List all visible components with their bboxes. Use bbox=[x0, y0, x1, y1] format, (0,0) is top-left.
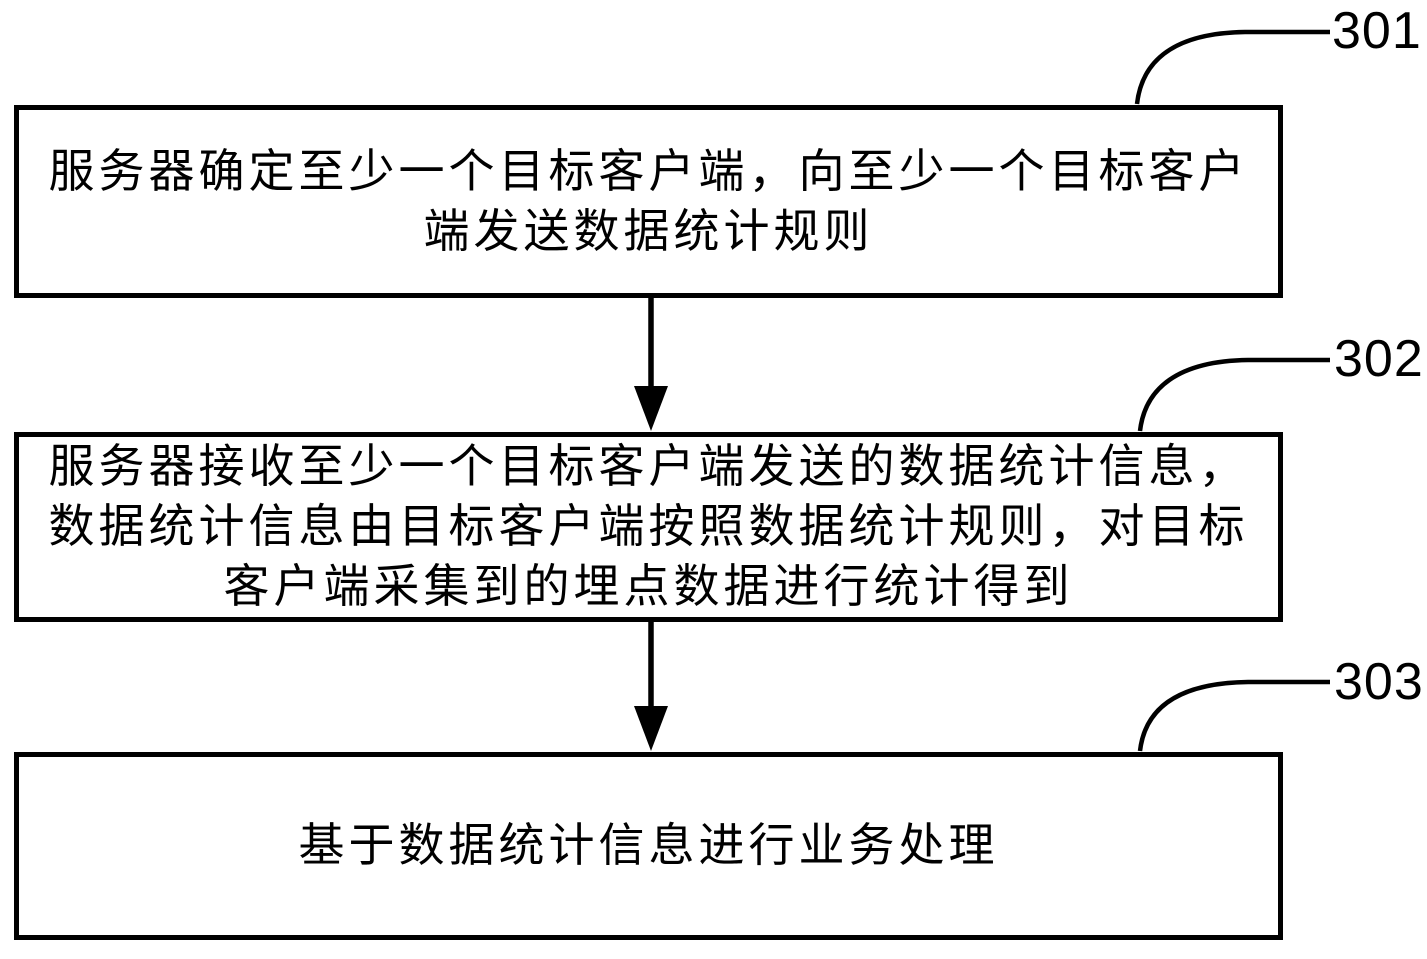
flow-arrow-2 bbox=[634, 620, 668, 751]
step-302-text-line-1: 服务器接收至少一个目标客户端发送的数据统计信息， bbox=[48, 441, 1249, 492]
leader-curve-301 bbox=[1134, 29, 1330, 105]
ref-label-303: 303 bbox=[1334, 653, 1424, 711]
ref-label-301: 301 bbox=[1332, 2, 1422, 60]
step-301-text-line-2: 端发送数据统计规则 bbox=[423, 205, 874, 257]
step-303-text-line-1: 基于数据统计信息进行业务处理 bbox=[298, 820, 999, 871]
leader-curve-302 bbox=[1137, 357, 1330, 432]
step-box-301: 服务器确定至少一个目标客户端，向至少一个目标客户 端发送数据统计规则 bbox=[14, 105, 1283, 298]
flow-arrow-1 bbox=[634, 296, 668, 431]
step-302-text-line-3: 客户端采集到的埋点数据进行统计得到 bbox=[223, 561, 1074, 612]
step-302-text-line-2: 数据统计信息由目标客户端按照数据统计规则，对目标 bbox=[48, 501, 1249, 552]
leader-curve-303 bbox=[1137, 679, 1330, 752]
step-box-302: 服务器接收至少一个目标客户端发送的数据统计信息， 数据统计信息由目标客户端按照数… bbox=[14, 432, 1283, 622]
step-301-text-line-1: 服务器确定至少一个目标客户端，向至少一个目标客户 bbox=[48, 145, 1249, 197]
step-box-303: 基于数据统计信息进行业务处理 bbox=[14, 752, 1283, 940]
ref-label-302: 302 bbox=[1334, 330, 1424, 388]
